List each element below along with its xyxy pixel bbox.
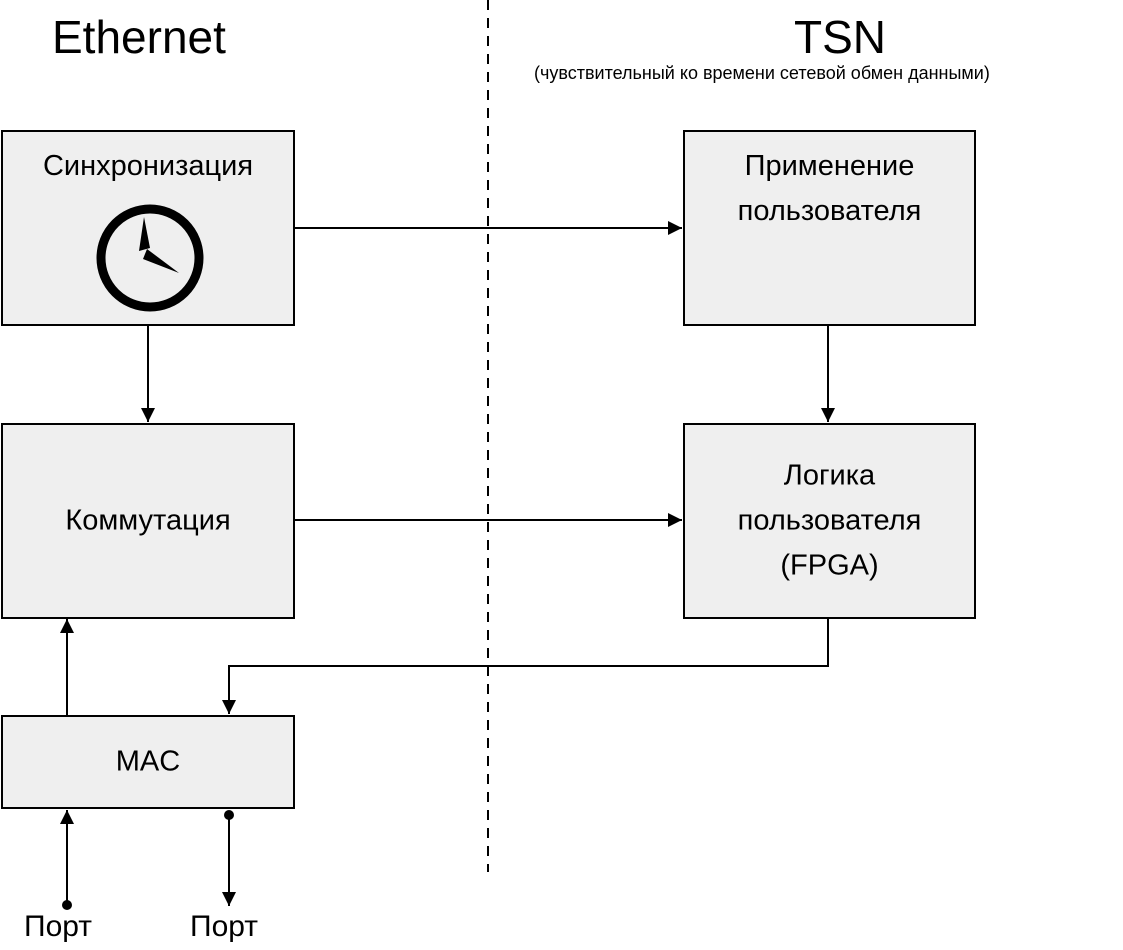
user-logic-line-2: пользователя — [737, 504, 922, 537]
user-logic-block: Логика пользователя (FPGA) — [683, 423, 976, 619]
ethernet-heading: Ethernet — [52, 11, 226, 63]
user-app-line-2: пользователя — [737, 194, 922, 227]
user-app-line-1: Применение — [744, 150, 915, 182]
switching-block: Коммутация — [1, 423, 295, 619]
mac-block: MAC — [1, 715, 295, 809]
sync-block: Синхронизация — [1, 130, 295, 326]
output-port-label: Порт — [190, 910, 259, 943]
clock-icon — [96, 204, 204, 312]
user-logic-line-1: Логика — [783, 459, 876, 492]
user-app-block: Применение пользователя — [683, 130, 976, 326]
sync-label: Синхронизация — [42, 150, 254, 182]
input-port-label: Порт — [24, 910, 93, 943]
switching-label: Коммутация — [65, 504, 231, 537]
user-logic-line-3: (FPGA) — [780, 549, 879, 582]
mac-label: MAC — [115, 745, 181, 778]
tsn-heading: TSN — [794, 11, 886, 63]
tsn-subtitle: (чувствительный ко времени сетевой обмен… — [534, 63, 990, 83]
user-logic-label: Логика пользователя (FPGA) — [685, 454, 974, 589]
user-app-label: Применение пользователя — [685, 144, 974, 234]
arrow-user-logic-to-mac — [222, 618, 829, 714]
